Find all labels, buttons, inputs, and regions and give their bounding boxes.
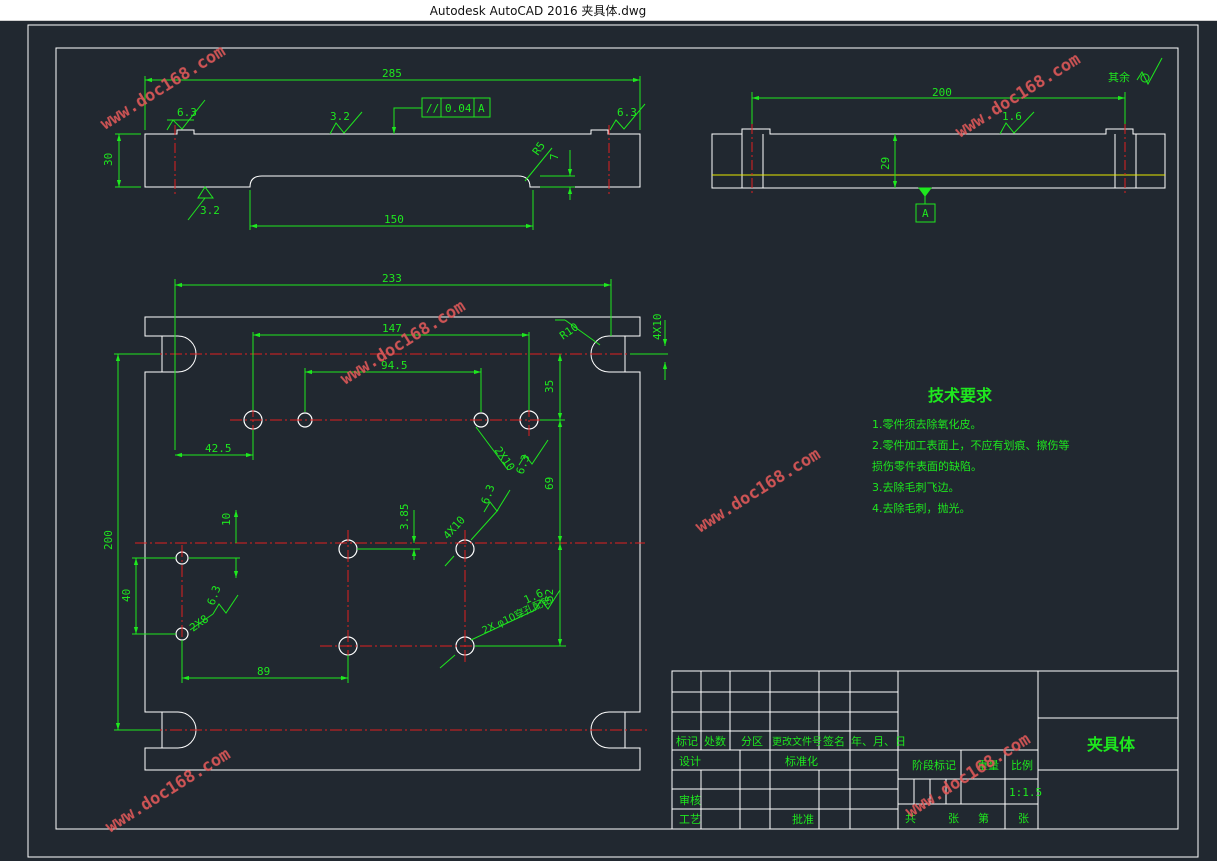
tolerance-symbol: // — [426, 102, 439, 115]
tb-label-change: 更改文件号 — [772, 735, 822, 748]
tolerance-datum: A — [478, 102, 485, 115]
title-block — [671, 670, 1179, 830]
tolerance-value: 0.04 — [445, 102, 472, 115]
tb-scale: 1:1.5 — [1009, 786, 1042, 799]
inner-frame — [55, 47, 1179, 830]
watermark-3: www.doc168.com — [337, 296, 469, 389]
rough-bottom: 3.2 — [200, 204, 220, 217]
dim-29: 29 — [879, 157, 892, 170]
dim-52: 52 — [543, 589, 556, 602]
rough-plan-1: 6.3 — [514, 453, 533, 476]
dim-r5: R5 — [530, 139, 548, 157]
tb-label-zone: 分区 — [741, 735, 763, 748]
tb-label-count: 处数 — [704, 735, 726, 748]
tb-sheets-zhang1: 张 — [948, 812, 959, 825]
side-view — [711, 128, 1166, 189]
requirements-heading: 技术要求 — [928, 386, 993, 405]
dim-40: 40 — [120, 589, 133, 602]
requirement-item-2: 2.零件加工表面上，不应有划痕、擦伤等 — [872, 438, 1070, 452]
dim-285: 285 — [382, 67, 402, 80]
dim-30: 30 — [102, 153, 115, 166]
dim-233: 233 — [382, 272, 402, 285]
tb-label-date: 年、月、日 — [851, 734, 906, 748]
dim-r10: R10 — [557, 320, 581, 342]
dim-42-5: 42.5 — [205, 442, 232, 455]
tb-stage: 阶段标记 — [912, 758, 956, 772]
requirement-item-5: 4.去除毛刺，抛光。 — [872, 501, 971, 515]
tb-review: 审核 — [679, 793, 701, 807]
tb-scale-label: 比例 — [1011, 758, 1033, 772]
title-block-labels: 夹具体 标记 处数 分区 更改文件号 签名 年、月、日 设计 标准化 审核 工艺… — [676, 734, 1136, 826]
watermark-6: www.doc168.com — [902, 729, 1034, 822]
tb-sheets-zhang2: 张 — [1018, 812, 1029, 825]
side-view-dimensions — [751, 57, 1163, 223]
requirement-item-1: 1.零件须去除氧化皮。 — [872, 417, 982, 431]
cad-drawing-canvas[interactable]: 285 30 150 R5 7 6.3 3.2 6.3 3.2 // 0.04 … — [0, 20, 1217, 861]
plan-view-labels: 233 147 94.5 42.5 35 69 52 200 40 89 10 … — [102, 272, 664, 678]
rest-label: 其余 — [1108, 70, 1130, 84]
note-holes: 2X φ10穿孔配钻 — [480, 593, 554, 637]
tb-sheets-total: 共 — [905, 812, 916, 825]
rough-left: 6.3 — [177, 106, 197, 119]
tb-part-name: 夹具体 — [1087, 735, 1136, 754]
side-view-centerlines — [751, 124, 1126, 196]
rough-right: 6.3 — [617, 106, 637, 119]
tb-process: 工艺 — [679, 813, 701, 826]
dim-147: 147 — [382, 322, 402, 335]
rough-plan-2: 6.3 — [479, 483, 498, 506]
dim-4x10-right: 4X10 — [651, 314, 664, 341]
rough-mid: 3.2 — [330, 110, 350, 123]
note-4x10: 4X10 — [441, 514, 468, 542]
watermark-4: www.doc168.com — [692, 444, 824, 537]
plan-view-dimensions — [114, 279, 668, 731]
top-view — [144, 129, 641, 188]
rough-plan-3: 6.3 — [205, 584, 224, 607]
datum-a: A — [922, 207, 929, 220]
dim-94-5: 94.5 — [381, 359, 408, 372]
tb-label-mark: 标记 — [676, 734, 698, 748]
dim-69: 69 — [543, 477, 556, 490]
watermark-5: www.doc168.com — [102, 744, 234, 837]
outer-frame — [27, 24, 1199, 858]
tb-standard: 标准化 — [785, 754, 818, 768]
requirement-item-4: 3.去除毛刺飞边。 — [872, 480, 960, 494]
dim-10: 10 — [220, 513, 233, 526]
rough-side: 1.6 — [1002, 110, 1022, 123]
tb-weight: 重量 — [977, 758, 999, 772]
top-view-centerlines — [174, 125, 610, 196]
dim-200-plan: 200 — [102, 530, 115, 550]
dim-3-85: 3.85 — [398, 504, 411, 531]
dim-7: 7 — [548, 153, 561, 160]
note-2x8: 2X8 — [187, 612, 211, 634]
side-view-labels: 200 29 1.6 A 其余 — [879, 70, 1130, 220]
dim-35: 35 — [543, 380, 556, 393]
dim-200-side: 200 — [932, 86, 952, 99]
top-view-labels: 285 30 150 R5 7 6.3 3.2 6.3 3.2 // 0.04 … — [102, 67, 637, 226]
technical-requirements: 技术要求 1.零件须去除氧化皮。 2.零件加工表面上，不应有划痕、擦伤等 损伤零… — [872, 386, 1070, 515]
tb-design: 设计 — [679, 755, 701, 768]
plan-view-centerlines — [130, 353, 650, 731]
dim-150: 150 — [384, 213, 404, 226]
window-titlebar: Autodesk AutoCAD 2016 夹具体.dwg — [0, 0, 1217, 21]
tb-sheets-di: 第 — [978, 811, 989, 825]
dim-89: 89 — [257, 665, 270, 678]
watermark-1: www.doc168.com — [97, 41, 229, 134]
requirement-item-3: 损伤零件表面的缺陷。 — [872, 459, 982, 473]
top-view-dimensions — [115, 76, 646, 230]
window-title: Autodesk AutoCAD 2016 夹具体.dwg — [429, 4, 647, 18]
tb-approve: 批准 — [792, 812, 814, 826]
tb-label-sign: 签名 — [823, 734, 845, 748]
